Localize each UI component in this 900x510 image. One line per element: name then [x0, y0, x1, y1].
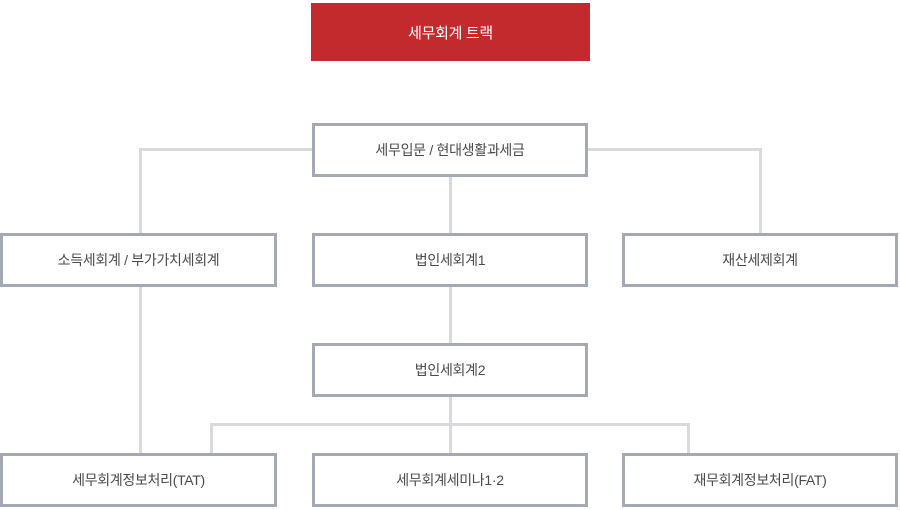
connector-right-vertical [759, 148, 762, 234]
node-corp-tax-1: 법인세회계1 [312, 233, 588, 287]
node-tat: 세무회계정보처리(TAT) [0, 453, 277, 507]
connector-bottom-horizontal [210, 423, 690, 426]
connector-center-vertical-2 [449, 287, 452, 344]
connector-bottom-left-stub [210, 423, 213, 454]
connector-left-vertical [139, 148, 142, 454]
connector-top-left-horizontal [140, 148, 313, 151]
track-title-banner: 세무회계 트랙 [311, 3, 590, 61]
node-corp-tax-2: 법인세회계2 [312, 343, 588, 397]
node-income-vat: 소득세회계 / 부가가치세회계 [0, 233, 277, 287]
connector-top-right-horizontal [587, 148, 762, 151]
node-intro: 세무입문 / 현대생활과세금 [312, 123, 588, 177]
node-property-tax: 재산세제회계 [622, 233, 898, 287]
node-fat: 재무회계정보처리(FAT) [622, 453, 898, 507]
connector-center-vertical-1 [449, 177, 452, 234]
connector-bottom-right-stub [687, 423, 690, 454]
node-seminar: 세무회계세미나1·2 [312, 453, 588, 507]
